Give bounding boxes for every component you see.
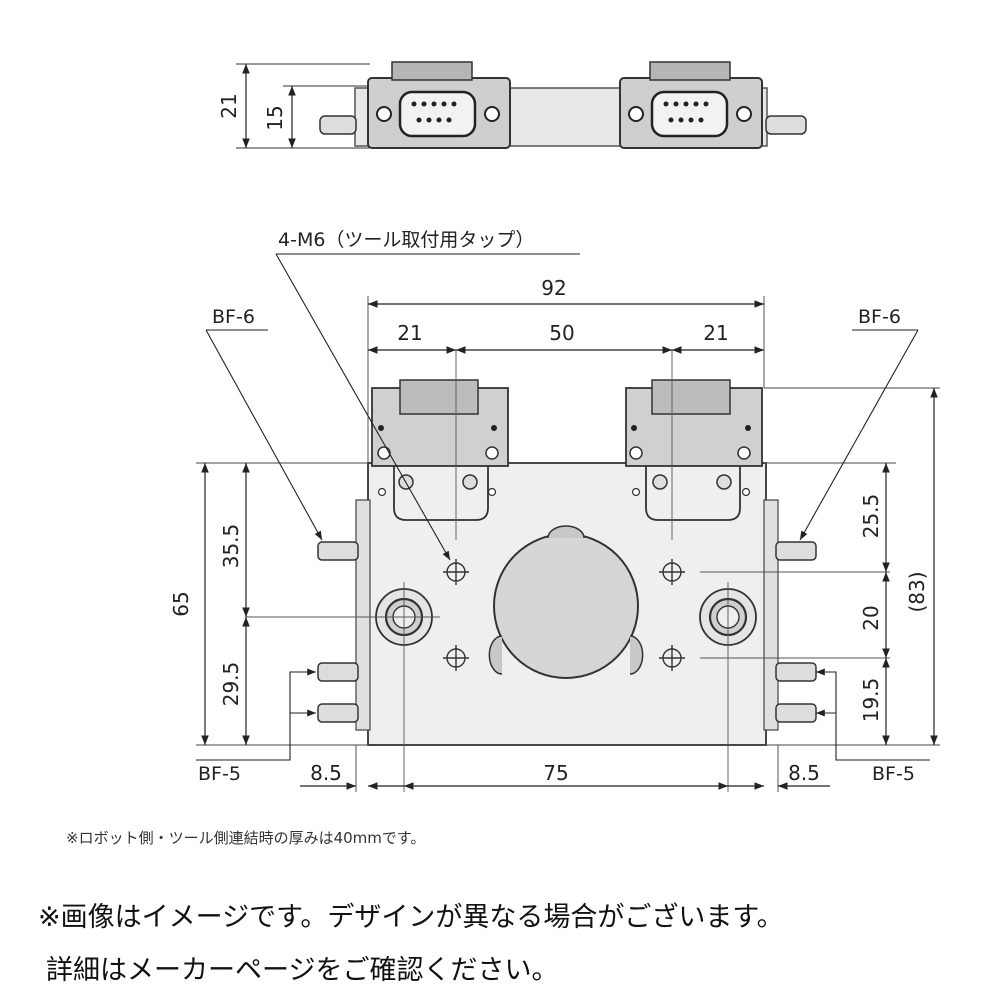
fitting-label-upper-left: BF-6	[212, 306, 255, 328]
thickness-note: ※ロボット側・ツール側連結時の厚みは40mmです。	[66, 829, 425, 847]
dim-right-total: (83)	[905, 571, 929, 612]
dim-bottom-center-span: 75	[543, 761, 568, 785]
dim-overall-width: 92	[541, 276, 566, 300]
dim-center-span: 50	[549, 321, 574, 345]
disclaimer-line-1: ※画像はイメージです。デザインが異なる場合がございます。	[38, 902, 784, 933]
dim-right-upper: 25.5	[859, 494, 883, 539]
fitting-label-upper-right: BF-6	[858, 306, 901, 328]
front-view	[246, 350, 890, 792]
dim-right-middle: 20	[859, 605, 883, 630]
m6-tap-holes	[443, 559, 685, 671]
fittings-right	[775, 541, 817, 723]
dim-left-edge: 21	[397, 321, 422, 345]
callout-m6-tap: 4-M6（ツール取付用タップ）	[278, 229, 534, 251]
dim-top-21: 21	[217, 93, 241, 118]
fitting-label-lower-right: BF-5	[872, 763, 915, 785]
disclaimer-line-2: 詳細はメーカーページをご確認ください。	[46, 955, 559, 986]
dim-bottom-left-offset: 8.5	[310, 761, 342, 785]
top-view: 21 15	[217, 61, 807, 149]
dim-overall-height: 65	[169, 591, 193, 616]
dim-right-edge: 21	[703, 321, 728, 345]
dim-left-lower: 29.5	[219, 662, 243, 707]
central-boss	[493, 533, 639, 679]
fitting-label-lower-left: BF-5	[198, 763, 241, 785]
dim-right-lower: 19.5	[859, 678, 883, 723]
leader-lines	[196, 253, 930, 761]
dim-bottom-right-offset: 8.5	[788, 761, 820, 785]
dim-top-15: 15	[263, 105, 287, 130]
dimension-lines	[196, 296, 940, 792]
dim-left-upper: 35.5	[219, 524, 243, 569]
fittings-left	[317, 541, 359, 723]
